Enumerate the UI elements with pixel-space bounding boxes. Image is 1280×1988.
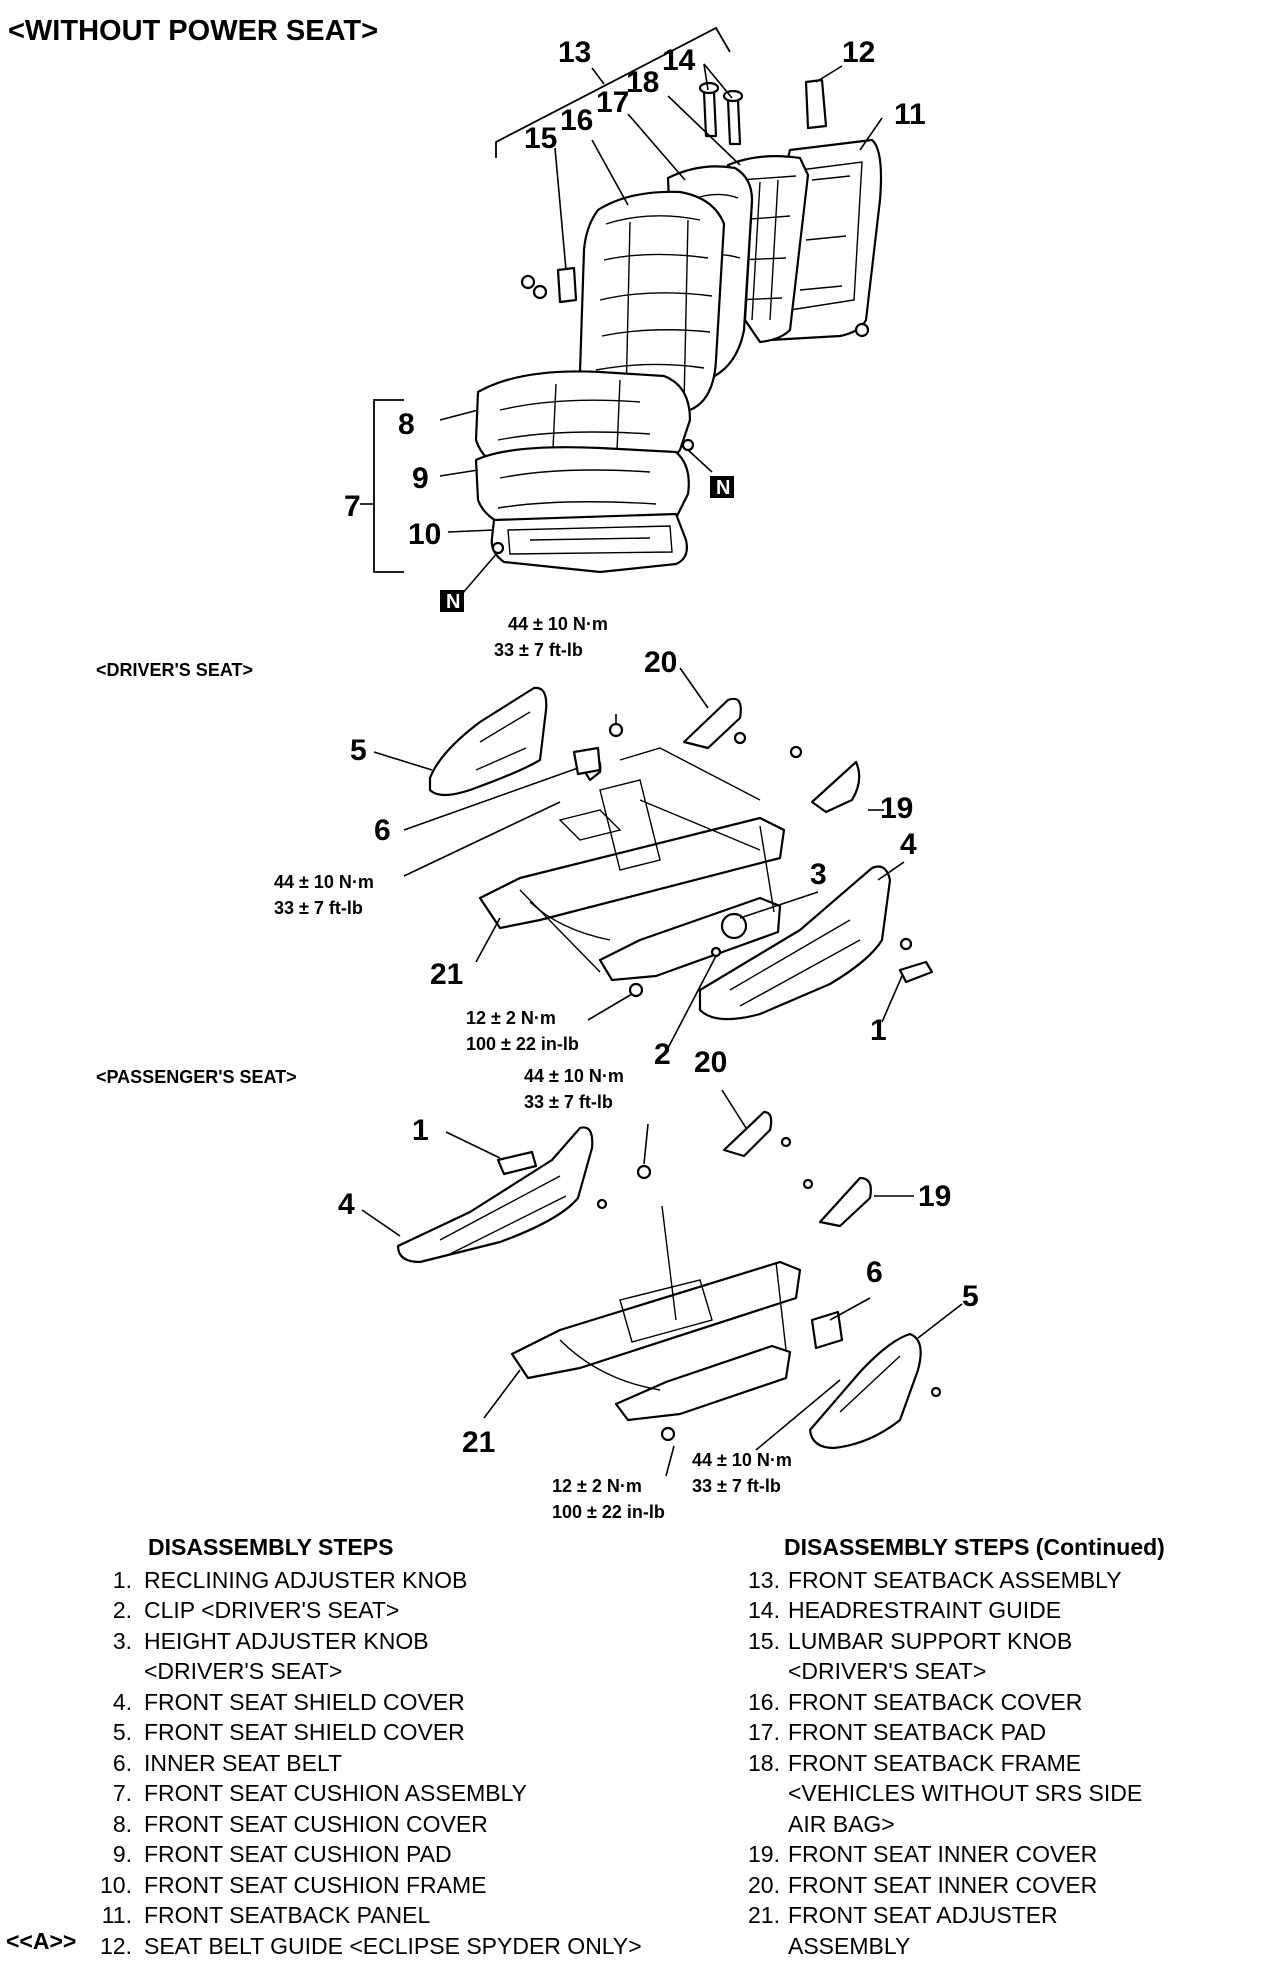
callout-11: 11 (894, 98, 926, 131)
step-19: 19.FRONT SEAT INNER COVER (748, 1841, 1098, 1867)
steps-left-title: DISASSEMBLY STEPS (148, 1534, 394, 1560)
callout-14: 14 (662, 44, 696, 77)
step-15: 15.LUMBAR SUPPORT KNOB (748, 1627, 1073, 1654)
callout-10: 10 (408, 518, 441, 551)
passengers-seat-illustration (396, 1110, 942, 1450)
title-passengers-seat: <PASSENGER'S SEAT> (96, 1067, 297, 1087)
torque-pas-low-nm: 12 ± 2 N·m (552, 1476, 642, 1496)
seat-assembly-illustration (474, 78, 883, 574)
step-16: 16.FRONT SEATBACK COVER (748, 1688, 1083, 1715)
n-badge-2: N (440, 590, 464, 613)
svg-text:N: N (716, 477, 730, 499)
step-9: 9.FRONT SEAT CUSHION PAD (112, 1841, 452, 1867)
step-12: 12.SEAT BELT GUIDE <ECLIPSE SPYDER ONLY> (100, 1932, 642, 1959)
title-without-power-seat: <WITHOUT POWER SEAT> (8, 15, 378, 47)
callout-9: 9 (412, 462, 429, 495)
callout-pas-4: 4 (338, 1188, 355, 1221)
callout-drv-1: 1 (870, 1014, 887, 1047)
torque-pas-low-inlb: 100 ± 22 in-lb (552, 1502, 665, 1522)
step-20: 20.FRONT SEAT INNER COVER (748, 1871, 1098, 1898)
callout-pas-1: 1 (412, 1114, 429, 1147)
callout-pas-19: 19 (918, 1180, 951, 1213)
drivers-seat-illustration (428, 686, 934, 1021)
callout-drv-19: 19 (880, 792, 913, 825)
callout-pas-20: 20 (694, 1046, 727, 1079)
callout-pas-6: 6 (866, 1256, 883, 1289)
torque-drv-mid-ftlb: 33 ± 7 ft-lb (274, 898, 363, 918)
torque-pas-top-nm: 44 ± 10 N·m (524, 1066, 624, 1086)
disassembly-steps-left: DISASSEMBLY STEPS 1.RECLINING ADJUSTER K… (82, 1532, 642, 1961)
step-6: 6.INNER SEAT BELT (112, 1749, 343, 1776)
step-8: 8.FRONT SEAT CUSHION COVER (112, 1810, 488, 1837)
torque-drv-top-ftlb: 33 ± 7 ft-lb (494, 640, 583, 660)
callout-drv-21: 21 (430, 958, 463, 991)
step-21: 21.FRONT SEAT ADJUSTER (748, 1902, 1058, 1928)
torque-pas-right-ftlb: 33 ± 7 ft-lb (692, 1476, 781, 1496)
callout-8: 8 (398, 408, 415, 441)
disassembly-steps-right: DISASSEMBLY STEPS (Continued) 13.FRONT S… (738, 1532, 1165, 1961)
service-point-ref-a: <<A>> (6, 1928, 77, 1954)
torque-drv-mid-nm: 44 ± 10 N·m (274, 872, 374, 892)
step-7: 7.FRONT SEAT CUSHION ASSEMBLY (112, 1780, 527, 1806)
step-11: 11.FRONT SEATBACK PANEL (101, 1902, 431, 1928)
step-18: 18.FRONT SEATBACK FRAME (748, 1749, 1082, 1776)
step-18-continued-2: AIR BAG> (788, 1810, 895, 1837)
torque-pas-right-nm: 44 ± 10 N·m (692, 1450, 792, 1470)
callout-16: 16 (560, 104, 593, 137)
callout-drv-6: 6 (374, 814, 391, 847)
step-17: 17.FRONT SEATBACK PAD (748, 1719, 1047, 1745)
step-13: 13.FRONT SEATBACK ASSEMBLY (748, 1566, 1122, 1593)
step-1: 1.RECLINING ADJUSTER KNOB (112, 1566, 468, 1593)
title-drivers-seat: <DRIVER'S SEAT> (96, 660, 253, 680)
callout-drv-4: 4 (900, 828, 917, 861)
n-badge-1: N (710, 476, 734, 499)
callout-pas-5: 5 (962, 1280, 979, 1313)
step-3-continued: <DRIVER'S SEAT> (144, 1658, 343, 1684)
step-5: 5.FRONT SEAT SHIELD COVER (112, 1719, 465, 1745)
callout-drv-2: 2 (654, 1038, 671, 1071)
step-4: 4.FRONT SEAT SHIELD COVER (112, 1688, 465, 1715)
torque-drv-top-nm: 44 ± 10 N·m (508, 614, 608, 634)
callout-drv-5: 5 (350, 734, 367, 767)
callout-12: 12 (842, 36, 875, 69)
step-14: 14.HEADRESTRAINT GUIDE (748, 1597, 1062, 1623)
step-18-continued: <VEHICLES WITHOUT SRS SIDE (788, 1780, 1143, 1806)
step-10: 10.FRONT SEAT CUSHION FRAME (100, 1871, 487, 1898)
torque-pas-top-ftlb: 33 ± 7 ft-lb (524, 1092, 613, 1112)
callout-drv-20: 20 (644, 646, 677, 679)
torque-drv-low-inlb: 100 ± 22 in-lb (466, 1034, 579, 1054)
callout-18: 18 (626, 66, 659, 99)
callout-15: 15 (524, 122, 557, 155)
callout-13: 13 (558, 36, 591, 69)
callout-7: 7 (344, 490, 361, 523)
top-leaders (360, 26, 883, 595)
drivers-seat-leaders (373, 667, 905, 1049)
callout-pas-21: 21 (462, 1426, 495, 1459)
step-3: 3.HEIGHT ADJUSTER KNOB (112, 1627, 429, 1654)
steps-right-title: DISASSEMBLY STEPS (Continued) (784, 1534, 1165, 1560)
step-21-continued: ASSEMBLY (788, 1932, 911, 1959)
torque-drv-low-nm: 12 ± 2 N·m (466, 1008, 556, 1028)
svg-text:N: N (446, 591, 460, 613)
step-2: 2.CLIP <DRIVER'S SEAT> (112, 1597, 400, 1623)
passengers-seat-leaders (361, 1089, 963, 1477)
callout-drv-3: 3 (810, 858, 827, 891)
step-15-continued: <DRIVER'S SEAT> (788, 1658, 987, 1684)
callout-17: 17 (596, 86, 629, 119)
